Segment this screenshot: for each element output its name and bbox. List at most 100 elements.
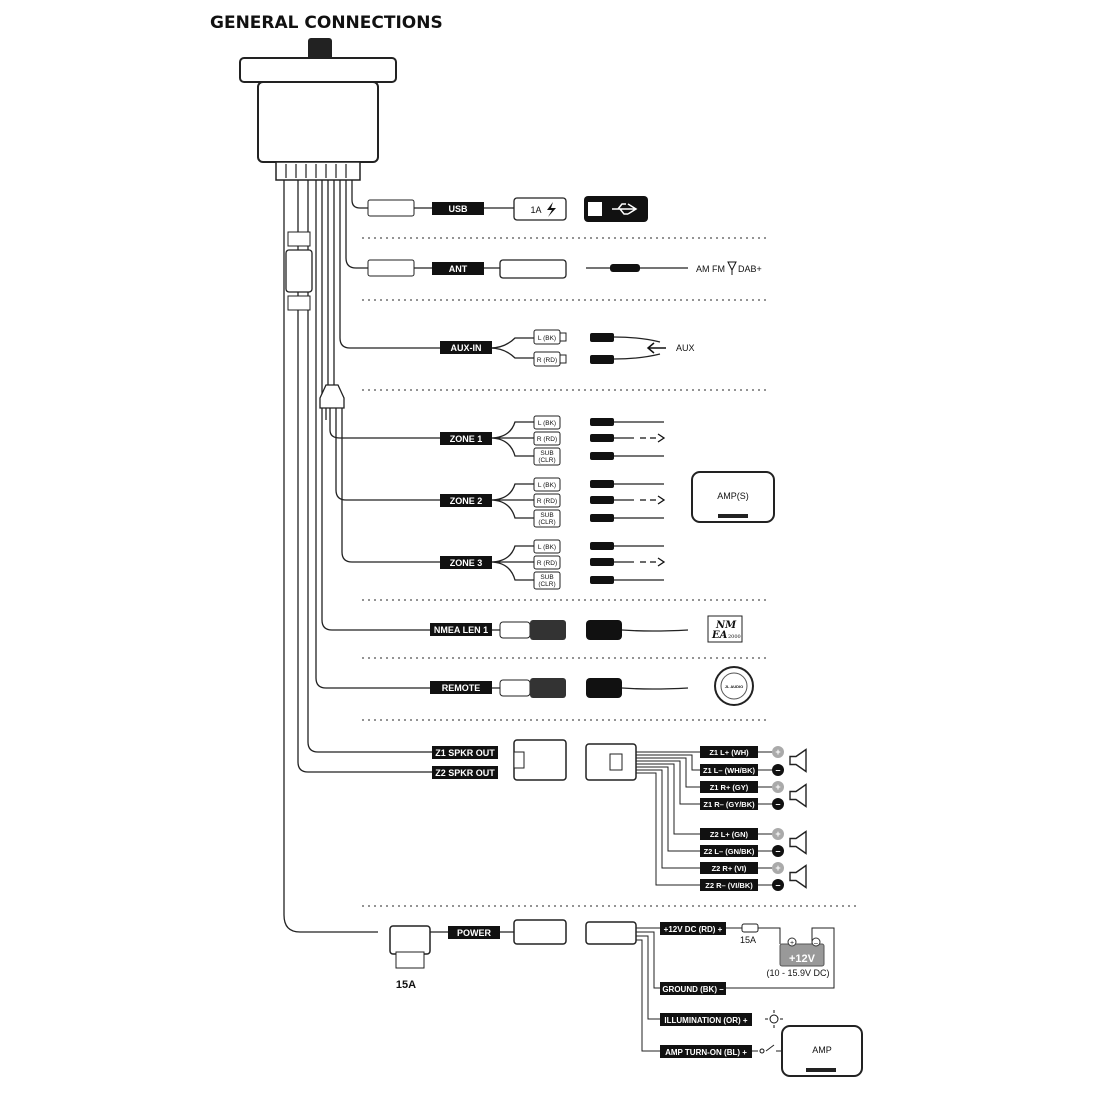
- terminal-polarity: –: [775, 765, 780, 775]
- terminal-polarity: –: [775, 846, 780, 856]
- svg-text:R (RD): R (RD): [537, 560, 557, 567]
- amps-box: AMP(S): [691, 471, 775, 523]
- nmea-connection: NMEA LEN 1 NM EA 2000: [430, 615, 743, 643]
- aux-label: AUX-IN: [451, 343, 482, 353]
- speaker-wire-label-bg: [700, 828, 758, 840]
- svg-text:EA: EA: [711, 630, 728, 641]
- svg-text:ZONE 2: ZONE 2: [450, 496, 483, 506]
- svg-text:L (BK): L (BK): [538, 544, 556, 551]
- terminal-polarity: –: [775, 799, 780, 809]
- svg-text:R (RD): R (RD): [537, 436, 557, 443]
- positive-terminal-icon: [772, 828, 784, 840]
- terminal-polarity: –: [775, 880, 780, 890]
- svg-text:–: –: [814, 940, 818, 947]
- remote-connection: REMOTE JL AUDIO: [430, 666, 754, 706]
- ant-dab: DAB+: [738, 264, 762, 274]
- svg-text:SUB: SUB: [540, 450, 553, 457]
- svg-text:REMOTE: REMOTE: [442, 683, 481, 693]
- speaker-wire-label: Z1 R+ (GY): [710, 783, 749, 792]
- zone2-connection: ZONE 2 L (BK) R (RD) SUB (CLR): [440, 477, 666, 528]
- aux-connection: AUX-IN L (BK) R (RD) AUX: [440, 329, 695, 367]
- terminal-polarity: +: [775, 863, 780, 873]
- speaker-wire-list: Z1 L+ (WH) + Z1 L– (WH/BK) – Z1 R+ (GY) + Z1 R…: [700, 746, 807, 891]
- svg-text:ZONE 3: ZONE 3: [450, 558, 483, 568]
- svg-text:15A: 15A: [740, 935, 756, 945]
- negative-terminal-icon: [772, 764, 784, 776]
- usb-rating: 1A: [530, 205, 541, 215]
- svg-text:+12V DC (RD) +: +12V DC (RD) +: [664, 925, 723, 934]
- speaker-connection: Z1 SPKR OUT Z2 SPKR OUT: [432, 739, 700, 886]
- terminal-polarity: +: [775, 829, 780, 839]
- svg-text:+: +: [790, 940, 794, 947]
- speaker-wire-label-bg: [700, 862, 758, 874]
- head-unit: [239, 38, 397, 181]
- svg-text:R (RD): R (RD): [537, 498, 557, 505]
- amp-label: AMP: [812, 1045, 832, 1055]
- svg-text:R (RD): R (RD): [537, 357, 557, 364]
- terminal-polarity: +: [775, 782, 780, 792]
- speaker-wire-label-bg: [700, 845, 758, 857]
- terminal-polarity: +: [775, 747, 780, 757]
- battery-icon: [779, 943, 825, 967]
- svg-text:(10 - 15.9V DC): (10 - 15.9V DC): [766, 968, 829, 978]
- amps-label: AMP(S): [717, 491, 749, 501]
- negative-terminal-icon: [772, 845, 784, 857]
- zone1-connection: ZONE 1 L (BK) R (RD) SUB (CLR): [440, 415, 666, 466]
- inline-fuse-icon: [741, 923, 759, 933]
- usb-label: USB: [448, 204, 468, 214]
- section-separators: [362, 237, 860, 907]
- svg-text:Z2 SPKR OUT: Z2 SPKR OUT: [435, 768, 495, 778]
- amp-box: [781, 1025, 863, 1077]
- positive-terminal-icon: [772, 862, 784, 874]
- page-title: GENERAL CONNECTIONS: [210, 13, 443, 33]
- svg-text:SUB: SUB: [540, 574, 553, 581]
- fuse-rating: 15A: [396, 979, 416, 991]
- svg-text:(CLR): (CLR): [538, 457, 555, 464]
- speaker-icon: [789, 783, 807, 808]
- svg-text:ILLUMINATION (OR) +: ILLUMINATION (OR) +: [664, 1016, 748, 1025]
- svg-text:Z1 SPKR OUT: Z1 SPKR OUT: [435, 748, 495, 758]
- svg-text:JL AUDIO: JL AUDIO: [725, 684, 743, 689]
- svg-text:SUB: SUB: [540, 512, 553, 519]
- svg-text:L (BK): L (BK): [538, 335, 556, 342]
- speaker-wire-label: Z2 R+ (VI): [712, 864, 747, 873]
- antenna-icon: [727, 261, 737, 275]
- nmea-logo-icon: [707, 615, 743, 643]
- fuse-holder-icon: [389, 925, 431, 955]
- aux-arrow-icon: [646, 342, 666, 354]
- antenna-connection: ANT AM FM DAB+: [367, 259, 762, 279]
- svg-text:2000: 2000: [728, 634, 741, 640]
- positive-terminal-icon: [772, 781, 784, 793]
- speaker-icon: [789, 864, 807, 889]
- ant-bands: AM FM: [696, 264, 725, 274]
- svg-text:GROUND (BK) –: GROUND (BK) –: [662, 985, 724, 994]
- speaker-wire-label: Z1 L+ (WH): [709, 748, 749, 757]
- svg-text:POWER: POWER: [457, 928, 492, 938]
- speaker-wire-label: Z1 L– (WH/BK): [703, 766, 756, 775]
- speaker-wire-label: Z2 L– (GN/BK): [704, 847, 755, 856]
- speaker-wire-label-bg: [700, 764, 758, 776]
- speaker-wire-label-bg: [700, 781, 758, 793]
- aux-source: AUX: [676, 343, 695, 353]
- svg-text:(CLR): (CLR): [538, 581, 555, 588]
- speaker-wire-label: Z2 L+ (GN): [710, 830, 749, 839]
- usb-connection: USB 1A: [367, 196, 648, 222]
- lightning-icon: [547, 202, 556, 217]
- svg-text:+12V: +12V: [789, 953, 816, 965]
- speaker-wire-label-bg: [700, 746, 758, 758]
- ant-label: ANT: [449, 264, 468, 274]
- light-icon: [765, 1010, 783, 1028]
- svg-text:L (BK): L (BK): [538, 420, 556, 427]
- wire-trunk: [283, 180, 440, 933]
- svg-text:(CLR): (CLR): [538, 519, 555, 526]
- usb-icon: [612, 203, 638, 215]
- svg-text:L (BK): L (BK): [538, 482, 556, 489]
- svg-text:NM: NM: [715, 620, 737, 631]
- svg-text:ZONE 1: ZONE 1: [450, 434, 483, 444]
- zone3-connection: ZONE 3 L (BK) R (RD) SUB (CLR): [440, 539, 666, 590]
- speaker-wire-label-bg: [700, 879, 758, 891]
- negative-terminal-icon: [772, 798, 784, 810]
- speaker-wire-label: Z1 R– (GY/BK): [703, 800, 755, 809]
- svg-text:NMEA LEN 1: NMEA LEN 1: [434, 625, 488, 635]
